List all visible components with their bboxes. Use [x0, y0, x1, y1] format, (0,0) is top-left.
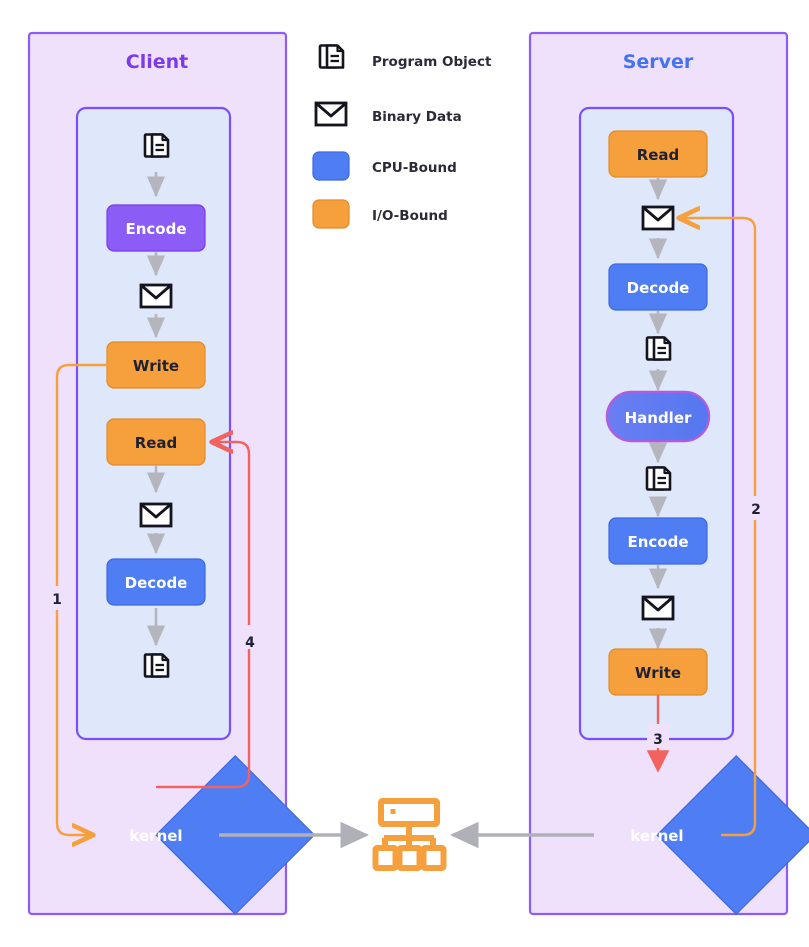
seq-path-2 [681, 218, 757, 837]
server-node-binary-data-2 [641, 595, 675, 621]
server-node-write[interactable]: Write [608, 648, 708, 696]
client-node-read[interactable]: Read [106, 418, 206, 466]
server-encode-label: Encode [627, 533, 688, 551]
binary-data-icon [314, 101, 348, 127]
encode-box[interactable] [106, 204, 206, 252]
cpu-bound-swatch [312, 151, 350, 181]
seq-label-3: 3 [653, 732, 663, 748]
seq-label-4: 4 [245, 635, 255, 651]
read-label: Read [135, 434, 178, 452]
server-node-binary-data-1 [641, 205, 675, 231]
seq-3-bg [647, 724, 669, 748]
network-hub-icon [372, 798, 447, 871]
server-node-read[interactable]: Read [608, 130, 708, 178]
seq-label-2: 2 [751, 502, 761, 518]
server-node-decode[interactable]: Decode [608, 263, 708, 311]
io-bound-swatch [312, 199, 350, 229]
server-decode-box[interactable] [608, 263, 708, 311]
server-write-label: Write [635, 664, 681, 682]
seq-1-bg [46, 586, 68, 610]
seq-path-4 [155, 442, 251, 789]
legend-item-io-bound: I/O-Bound [312, 199, 448, 229]
legend-label-program-object: Program Object [372, 54, 492, 70]
client-node-binary-data-1 [139, 283, 173, 309]
legend-item-program-object: Program Object [318, 44, 492, 70]
client-node-decode[interactable]: Decode [106, 558, 206, 606]
decode-label: Decode [125, 574, 188, 592]
server-read-label: Read [637, 146, 680, 164]
server-encode-box[interactable] [608, 517, 708, 565]
server-node-encode[interactable]: Encode [608, 517, 708, 565]
server-kernel-label: kernel [630, 827, 683, 845]
handler-pill[interactable] [605, 390, 711, 443]
legend-label-io-bound: I/O-Bound [372, 208, 448, 224]
client-node-write[interactable]: Write [106, 341, 206, 389]
server-read-box[interactable] [608, 130, 708, 178]
client-kernel-label: kernel [129, 827, 182, 845]
seq-label-1: 1 [52, 592, 62, 608]
decode-box[interactable] [106, 558, 206, 606]
client-node-program-object-bottom [143, 653, 170, 678]
legend-item-binary-data: Binary Data [314, 101, 462, 127]
server-decode-label: Decode [627, 279, 690, 297]
client-node-program-object-top [143, 133, 170, 158]
encode-label: Encode [125, 220, 186, 238]
client-lane-title: Client [126, 51, 188, 73]
server-node-handler[interactable]: Handler [605, 390, 711, 443]
server-node-program-object-1 [645, 336, 672, 361]
legend: Program Object Binary Data CPU-Bound I/O… [312, 44, 492, 229]
server-node-program-object-2 [645, 466, 672, 491]
server-lane-title: Server [623, 51, 694, 73]
handler-label: Handler [625, 409, 692, 427]
client-node-binary-data-2 [139, 502, 173, 528]
program-object-icon [318, 44, 345, 69]
legend-item-cpu-bound: CPU-Bound [312, 151, 457, 181]
write-label: Write [133, 357, 179, 375]
legend-label-cpu-bound: CPU-Bound [372, 160, 457, 176]
seq-2-bg [745, 496, 767, 520]
read-box[interactable] [106, 418, 206, 466]
legend-label-binary-data: Binary Data [372, 109, 462, 125]
seq-4-bg [239, 625, 261, 649]
client-node-encode[interactable]: Encode [106, 204, 206, 252]
